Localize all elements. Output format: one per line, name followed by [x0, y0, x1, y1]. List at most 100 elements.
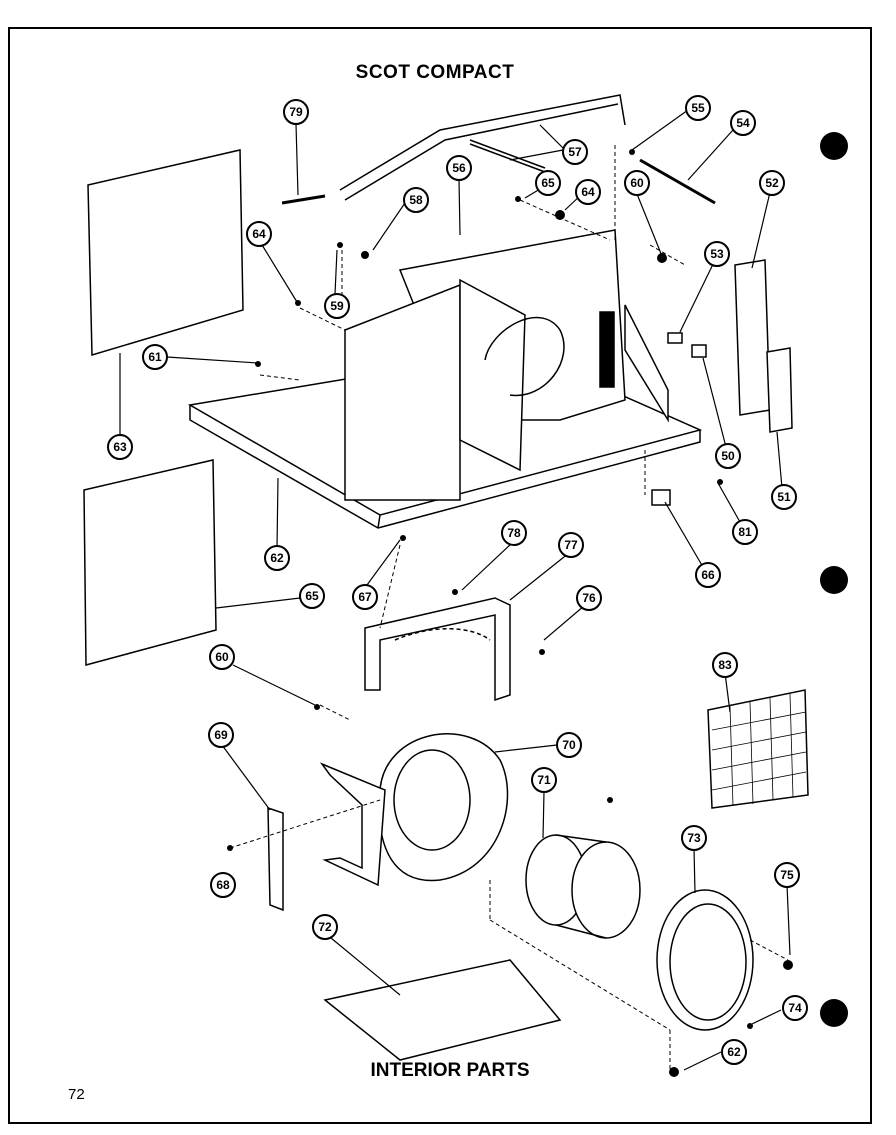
callout: 74	[782, 995, 808, 1021]
callout: 56	[446, 155, 472, 181]
brace-rod	[469, 139, 546, 169]
binder-hole	[820, 132, 848, 160]
svg-text:76: 76	[582, 591, 596, 605]
svg-text:65: 65	[305, 589, 319, 603]
hardware-dots	[227, 149, 793, 1077]
svg-text:62: 62	[727, 1045, 741, 1059]
scroll-opening	[484, 317, 565, 397]
orifice-ring-inner	[669, 903, 747, 1021]
orifice-ring-outer	[656, 889, 754, 1031]
callout: 58	[403, 187, 429, 213]
svg-text:67: 67	[358, 590, 372, 604]
top-cross-brace-edge	[344, 103, 619, 201]
callout: 62	[721, 1039, 747, 1065]
blower-scroll	[378, 733, 509, 882]
side-panel-lower	[83, 459, 217, 666]
rod-54	[639, 158, 716, 205]
svg-text:71: 71	[537, 773, 551, 787]
blower-bracket	[364, 597, 511, 702]
brace-rod-edge	[469, 143, 546, 173]
svg-text:75: 75	[780, 868, 794, 882]
callout: 75	[774, 862, 800, 888]
section-title: INTERIOR PARTS	[370, 1060, 530, 1081]
callout: 70	[556, 732, 582, 758]
svg-text:66: 66	[701, 568, 715, 582]
callout: 55	[685, 95, 711, 121]
callout: 54	[730, 110, 756, 136]
svg-text:77: 77	[564, 538, 578, 552]
callout: 83	[712, 652, 738, 678]
callout: 69	[208, 722, 234, 748]
callout: 66	[695, 562, 721, 588]
callout: 52	[759, 170, 785, 196]
svg-text:83: 83	[718, 658, 732, 672]
binder-hole	[820, 999, 848, 1027]
svg-text:73: 73	[687, 831, 701, 845]
bracket-66	[651, 489, 671, 506]
svg-text:63: 63	[113, 440, 127, 454]
leader-lines	[119, 109, 791, 1071]
callout: 73	[681, 825, 707, 851]
divider-panel	[344, 283, 461, 501]
svg-text:52: 52	[765, 176, 779, 190]
callout: 62	[264, 545, 290, 571]
svg-text:79: 79	[289, 105, 303, 119]
callout: 59	[324, 293, 350, 319]
callout: 63	[107, 434, 133, 460]
page-number: 72	[68, 1086, 85, 1103]
callout: 50	[715, 443, 741, 469]
callout: 79	[283, 99, 309, 125]
svg-text:50: 50	[721, 449, 735, 463]
side-channel	[734, 259, 771, 416]
callout: 60	[209, 644, 235, 670]
svg-text:65: 65	[541, 176, 555, 190]
filter-screen	[707, 689, 809, 809]
side-panel-upper	[87, 149, 244, 356]
clip	[667, 332, 683, 344]
svg-text:68: 68	[216, 878, 230, 892]
filter-mesh	[711, 693, 807, 807]
callout: 68	[210, 872, 236, 898]
right-bracket	[624, 304, 669, 423]
svg-text:70: 70	[562, 738, 576, 752]
svg-text:54: 54	[736, 116, 750, 130]
svg-text:53: 53	[710, 247, 724, 261]
callout: 60	[624, 170, 650, 196]
top-cross-brace	[339, 94, 626, 191]
blower-wheel-edge	[555, 834, 607, 843]
side-strip	[766, 347, 793, 433]
svg-text:81: 81	[738, 525, 752, 539]
svg-text:60: 60	[630, 176, 644, 190]
base-plate	[323, 959, 562, 1061]
callout: 65	[535, 170, 561, 196]
base-tray-corner	[377, 514, 381, 529]
callout: 67	[352, 584, 378, 610]
blower-inlet	[393, 749, 471, 851]
callouts: 79 57 55 54 56 58 65 64 60 52 64 59 53 6…	[107, 95, 808, 1065]
callout: 65	[299, 583, 325, 609]
callout: 64	[246, 221, 272, 247]
svg-text:64: 64	[252, 227, 266, 241]
svg-text:58: 58	[409, 193, 423, 207]
svg-text:60: 60	[215, 650, 229, 664]
callout: 71	[531, 767, 557, 793]
callout: 61	[142, 344, 168, 370]
mount-strip	[267, 806, 284, 912]
svg-text:62: 62	[270, 551, 284, 565]
callout: 78	[501, 520, 527, 546]
svg-text:78: 78	[507, 526, 521, 540]
svg-text:64: 64	[581, 185, 595, 199]
callout: 64	[575, 179, 601, 205]
svg-text:61: 61	[148, 350, 162, 364]
assembly-lines	[229, 145, 789, 1070]
callout: 53	[704, 241, 730, 267]
callout: 72	[312, 914, 338, 940]
scroll-mount	[319, 762, 386, 887]
svg-text:59: 59	[330, 299, 344, 313]
svg-text:57: 57	[568, 145, 582, 159]
clip	[691, 344, 707, 358]
svg-text:72: 72	[318, 920, 332, 934]
svg-text:69: 69	[214, 728, 228, 742]
page-frame	[8, 27, 872, 1124]
